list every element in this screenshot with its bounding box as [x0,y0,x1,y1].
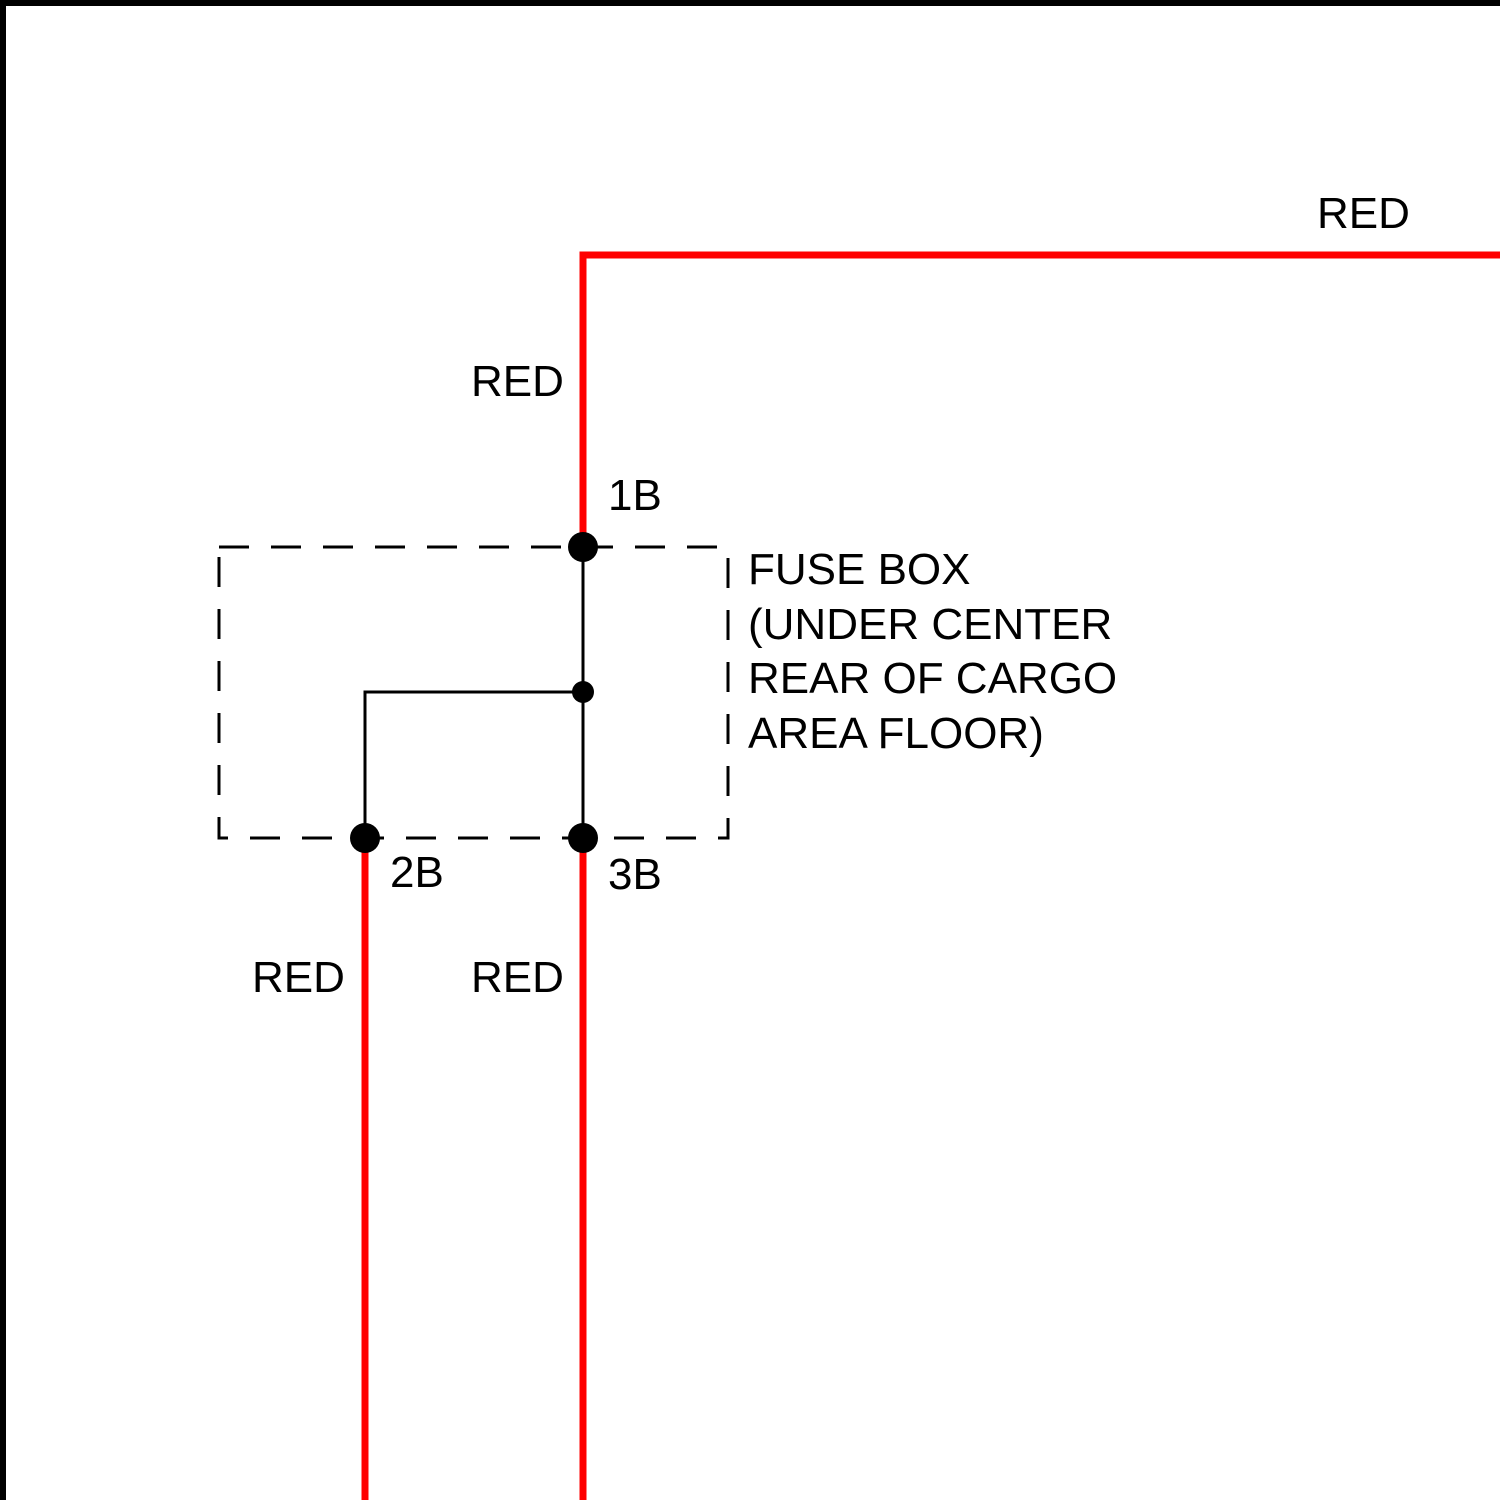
terminal-3b-dot [568,823,598,853]
wire-label-upper-vertical: RED [471,357,564,406]
wire-label-top-right: RED [1317,189,1410,238]
fuse-box-label-line-3: REAR OF CARGO [748,654,1117,703]
terminal-1b-dot [568,532,598,562]
fuse-box-label-line-1: FUSE BOX [748,545,971,594]
fuse-box-label-line-2: (UNDER CENTER [748,600,1112,649]
fuse-box-label-line-4: AREA FLOOR) [748,709,1044,758]
wire-label-lower-left: RED [252,953,345,1002]
terminal-2b-dot [350,823,380,853]
wire-red-top [583,255,1500,547]
terminal-label-2b: 2B [390,848,444,897]
terminal-label-3b: 3B [608,850,662,899]
wire-label-lower-right: RED [471,953,564,1002]
internal-branch-2b [365,692,583,838]
splice-dot [572,681,594,703]
terminal-label-1b: 1B [608,471,662,520]
